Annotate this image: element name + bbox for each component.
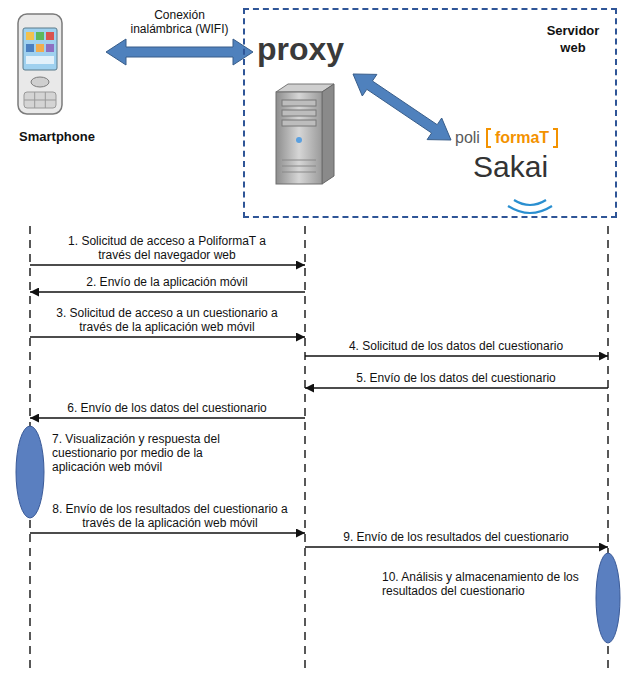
message-label: 6. Envío de los datos del cuestionario — [42, 401, 292, 415]
link-arrow — [353, 74, 451, 140]
logo-text: formaT — [495, 127, 549, 149]
bracket-close — [551, 128, 560, 148]
message-arrow — [30, 265, 608, 547]
message-label: 5. Envío de los datos del cuestionario — [311, 371, 601, 385]
bracket-open — [484, 128, 493, 148]
logo-text: poli — [455, 127, 480, 149]
server-region: Servidor web proxy poli formaTSakai — [243, 8, 617, 218]
message-label: 1. Solicitud de acceso a PoliformaT a tr… — [55, 234, 280, 262]
sakai-wave — [508, 200, 552, 213]
message-label: 8. Envío de los resultados del cuestiona… — [45, 502, 295, 530]
message-label: 9. Envío de los resultados del cuestiona… — [311, 530, 601, 544]
message-label: 3. Solicitud de acceso a un cuestionario… — [42, 306, 292, 334]
bracket-stroke — [553, 129, 557, 147]
link-label: Conexión inalámbrica (WIFI) — [125, 8, 235, 36]
region-heading: Servidor web — [541, 22, 605, 56]
link-arrow — [106, 39, 253, 65]
logo-wordmark: Sakai — [473, 149, 595, 185]
server-icon — [276, 84, 334, 184]
sakai-logo: poli formaTSakai — [455, 126, 595, 196]
activity-ellipse — [16, 426, 44, 518]
device-label: Smartphone — [19, 129, 95, 144]
proxy-label: proxy — [257, 30, 347, 68]
lifeline — [30, 226, 608, 673]
smartphone-node: Smartphone — [14, 10, 100, 144]
step-note: 7. Visualización y respuesta del cuestio… — [52, 432, 237, 474]
logo-row: poli formaT — [455, 126, 595, 149]
message-label: 4. Solicitud de los datos del cuestionar… — [311, 339, 601, 353]
message-label: 2. Envío de la aplicación móvil — [42, 275, 292, 289]
activity-ellipse — [596, 553, 620, 643]
step-note: 10. Análisis y almacenamiento de los res… — [382, 570, 594, 598]
bracket-stroke — [487, 129, 491, 147]
smartphone-icon — [18, 14, 62, 114]
proxy-node: proxy — [257, 30, 347, 198]
